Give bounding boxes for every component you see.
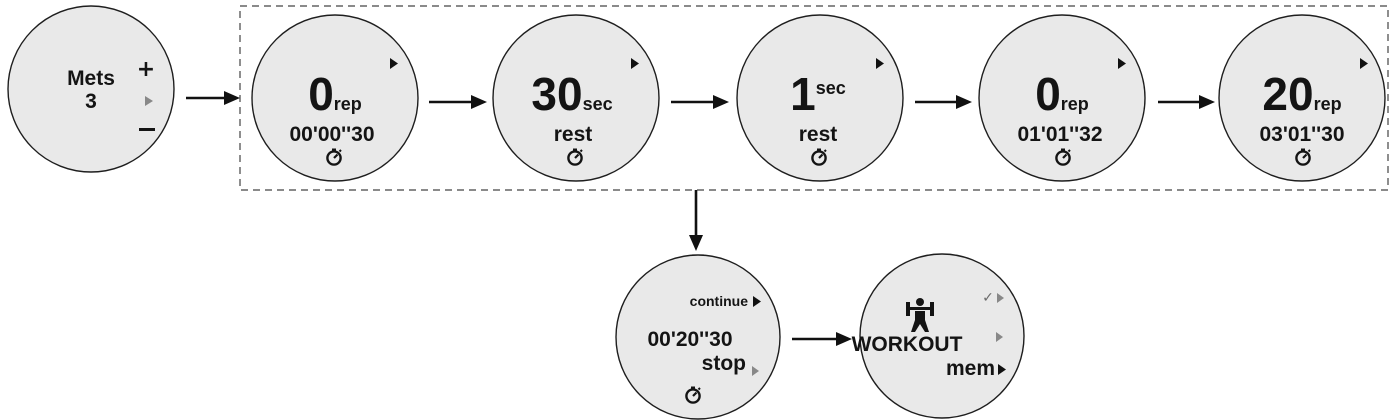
workout-menu-screen-face: [859, 253, 1025, 419]
rep-unit: rep: [334, 94, 362, 114]
rep-unit: rep: [1061, 94, 1089, 114]
play-triangle-icon: [390, 58, 398, 69]
svg-text:0rep: 0rep: [1035, 68, 1089, 120]
paused-time: 00'20''30: [647, 328, 732, 351]
rest-seconds: 1: [790, 68, 816, 120]
rest-label: rest: [554, 123, 593, 146]
play-triangle-icon: [753, 296, 761, 307]
play-triangle-icon: [1360, 58, 1368, 69]
minus-icon: [139, 128, 155, 131]
rep-screen-2-face: [978, 14, 1146, 182]
workout-menu-screen: ✓ WORKOUT mem: [852, 253, 1025, 419]
mets-screen: Mets 3 +: [7, 5, 175, 173]
arrow-s4-to-s5: [1158, 95, 1215, 109]
play-triangle-icon: [996, 332, 1003, 342]
rest-screen-30sec-face: [492, 14, 660, 182]
arrow-s1-to-s2: [429, 95, 487, 109]
rest-unit: sec: [583, 94, 613, 114]
workout-figure-icon: [906, 298, 934, 332]
rest-unit: sec: [816, 78, 846, 98]
rest-screen-1sec-face: [736, 14, 904, 182]
play-triangle-icon: [631, 58, 639, 69]
mem-label: mem: [946, 357, 995, 380]
arrow-s3-to-s4: [915, 95, 972, 109]
mets-screen-face: [7, 5, 175, 173]
rep-screen-2: 0rep 01'01''32: [978, 14, 1146, 182]
rep-unit: rep: [1314, 94, 1342, 114]
elapsed-time: 00'00''30: [289, 123, 374, 146]
rep-count: 0: [1035, 68, 1061, 120]
svg-text:30sec: 30sec: [531, 68, 612, 120]
elapsed-time: 03'01''30: [1259, 123, 1344, 146]
arrow-mets-to-s1: [186, 91, 240, 105]
pause-screen-face: [615, 254, 781, 420]
rest-screen-30sec: 30sec rest: [492, 14, 660, 182]
pause-screen: continue 00'20''30 stop: [615, 254, 781, 420]
arrow-s2-to-s3: [671, 95, 729, 109]
mets-value: 3: [85, 90, 97, 113]
check-icon: ✓: [982, 290, 994, 306]
arrow-down-to-pause: [689, 190, 703, 251]
rep-screen-1: 0rep 00'00''30: [251, 14, 419, 182]
mets-label: Mets: [67, 67, 115, 90]
rest-screen-1sec: 1sec rest: [736, 14, 904, 182]
elapsed-time: 01'01''32: [1017, 123, 1102, 146]
rep-count: 20: [1262, 68, 1313, 120]
rep-screen-3-face: [1218, 14, 1386, 182]
rep-screen-3: 20rep 03'01''30: [1218, 14, 1386, 182]
play-triangle-icon: [876, 58, 884, 69]
rep-count: 0: [308, 68, 334, 120]
plus-icon: +: [137, 57, 155, 82]
rest-seconds: 30: [531, 68, 582, 120]
play-triangle-icon: [145, 96, 153, 106]
play-triangle-icon: [1118, 58, 1126, 69]
arrow-pause-to-workout: [792, 332, 852, 346]
stop-label: stop: [702, 352, 746, 375]
svg-text:20rep: 20rep: [1262, 68, 1341, 120]
play-triangle-icon: [752, 366, 759, 376]
workout-title: WORKOUT: [852, 333, 963, 356]
svg-text:1sec: 1sec: [790, 68, 846, 120]
svg-text:0rep: 0rep: [308, 68, 362, 120]
continue-label: continue: [690, 293, 749, 309]
rest-label: rest: [799, 123, 838, 146]
rep-screen-1-face: [251, 14, 419, 182]
play-triangle-icon: [997, 293, 1004, 303]
play-triangle-icon: [998, 364, 1006, 375]
